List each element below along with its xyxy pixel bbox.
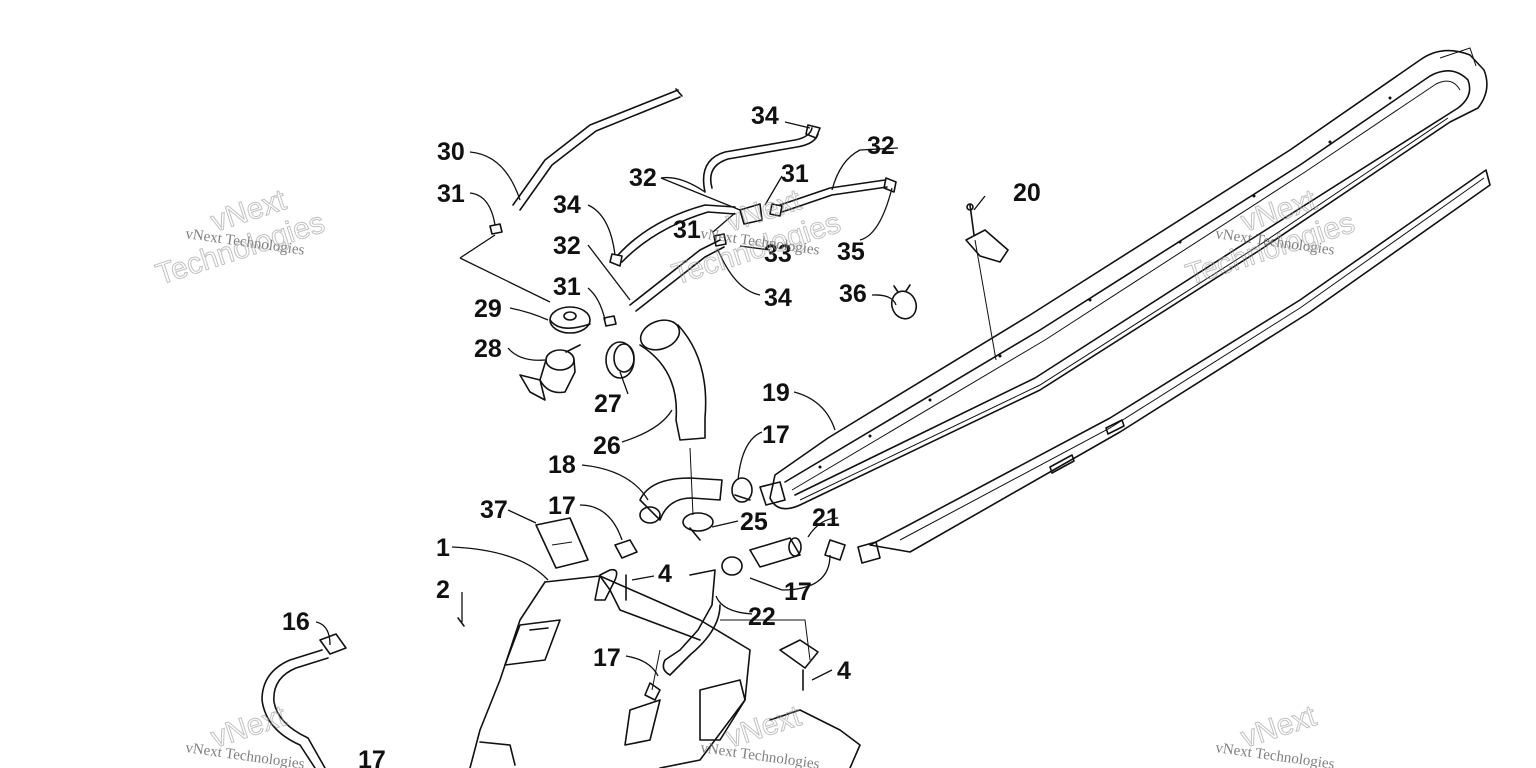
watermark: vNext Technologies vNext Technologies vN…	[151, 183, 1359, 768]
callout-4: 4	[837, 657, 851, 685]
callout-19: 19	[762, 379, 790, 407]
callout-17: 17	[593, 644, 621, 672]
cooling-rail-upper	[759, 47, 1488, 510]
callout-16: 16	[282, 608, 310, 636]
callout-17: 17	[358, 746, 386, 768]
cooling-rail-lower	[857, 169, 1491, 564]
coupler-hose-21	[721, 537, 846, 576]
hose-16	[261, 633, 347, 768]
callout-25: 25	[740, 508, 768, 536]
callout-36: 36	[839, 280, 867, 308]
callout-30: 30	[437, 138, 465, 166]
hose-clamp-17a	[731, 477, 753, 503]
callout-17: 17	[784, 578, 812, 606]
callout-31: 31	[781, 160, 809, 188]
callout-18: 18	[548, 451, 576, 479]
callout-33: 33	[764, 240, 792, 268]
watermark-logo: vNext	[207, 699, 291, 754]
callout-37: 37	[480, 496, 508, 524]
filler-neck	[519, 344, 581, 401]
clamp-ring	[890, 284, 918, 320]
decal-37	[535, 517, 589, 569]
callout-27: 27	[594, 390, 622, 418]
fasteners	[457, 574, 804, 701]
callout-31: 31	[437, 180, 465, 208]
radiator-housing	[469, 568, 861, 768]
callout-17: 17	[762, 421, 790, 449]
hose-clamp-17b	[614, 539, 638, 559]
callout-1: 1	[436, 534, 450, 562]
bolt-bracket	[965, 203, 1009, 361]
callout-numbers: 30 31 34 32 31 32 31 34 32 31 33 35 34 3…	[282, 102, 1041, 768]
callout-32: 32	[629, 164, 657, 192]
callout-20: 20	[1013, 179, 1041, 207]
callout-34: 34	[751, 102, 779, 130]
watermark-logo: vNext	[1237, 699, 1321, 754]
callout-31: 31	[553, 273, 581, 301]
callout-31: 31	[673, 216, 701, 244]
callout-21: 21	[812, 504, 840, 532]
callout-22: 22	[748, 603, 776, 631]
callout-17: 17	[548, 492, 576, 520]
radiator-cap	[549, 306, 591, 334]
callout-32: 32	[553, 232, 581, 260]
callout-26: 26	[593, 432, 621, 460]
elbow-hose-26	[639, 319, 707, 441]
callout-29: 29	[474, 295, 502, 323]
callout-28: 28	[474, 335, 502, 363]
callout-32: 32	[867, 132, 895, 160]
hose-clamp-25	[682, 447, 714, 541]
callout-34: 34	[764, 284, 792, 312]
callout-2: 2	[436, 576, 450, 604]
callout-4: 4	[658, 560, 672, 588]
hose-18	[639, 477, 723, 524]
watermark-logo: vNext	[722, 699, 806, 754]
callout-34: 34	[553, 191, 581, 219]
overflow-hose	[512, 88, 683, 211]
vent-hoses	[489, 124, 897, 327]
leader-lines	[315, 121, 986, 681]
callout-35: 35	[837, 238, 865, 266]
hose-clamp-27	[605, 341, 635, 379]
